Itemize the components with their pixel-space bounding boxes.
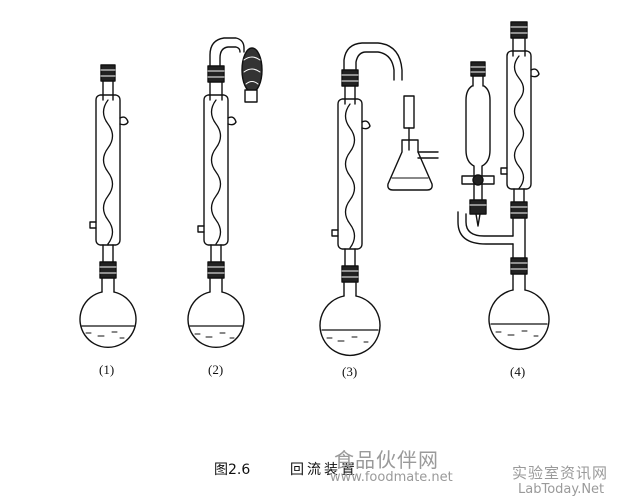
label-apparatus-3: (3) (342, 364, 358, 379)
label-apparatus-4: (4) (510, 364, 526, 379)
figure-number: 图2.6 (214, 462, 251, 478)
apparatus-2 (187, 37, 263, 349)
label-apparatus-1: (1) (99, 362, 115, 377)
apparatus-3 (319, 42, 439, 357)
watermark-foodmate-cn: 食品伙伴网 (334, 448, 439, 472)
figure-title: 回流装置 (290, 462, 358, 478)
watermark-labtoday-url: LabToday.Net (518, 482, 605, 497)
apparatus-1 (79, 64, 137, 349)
apparatus-4 (457, 21, 550, 351)
label-apparatus-2: (2) (208, 362, 224, 377)
watermark-labtoday-cn: 实验室资讯网 (512, 464, 609, 482)
watermark-foodmate-url: www.foodmate.net (330, 470, 453, 485)
